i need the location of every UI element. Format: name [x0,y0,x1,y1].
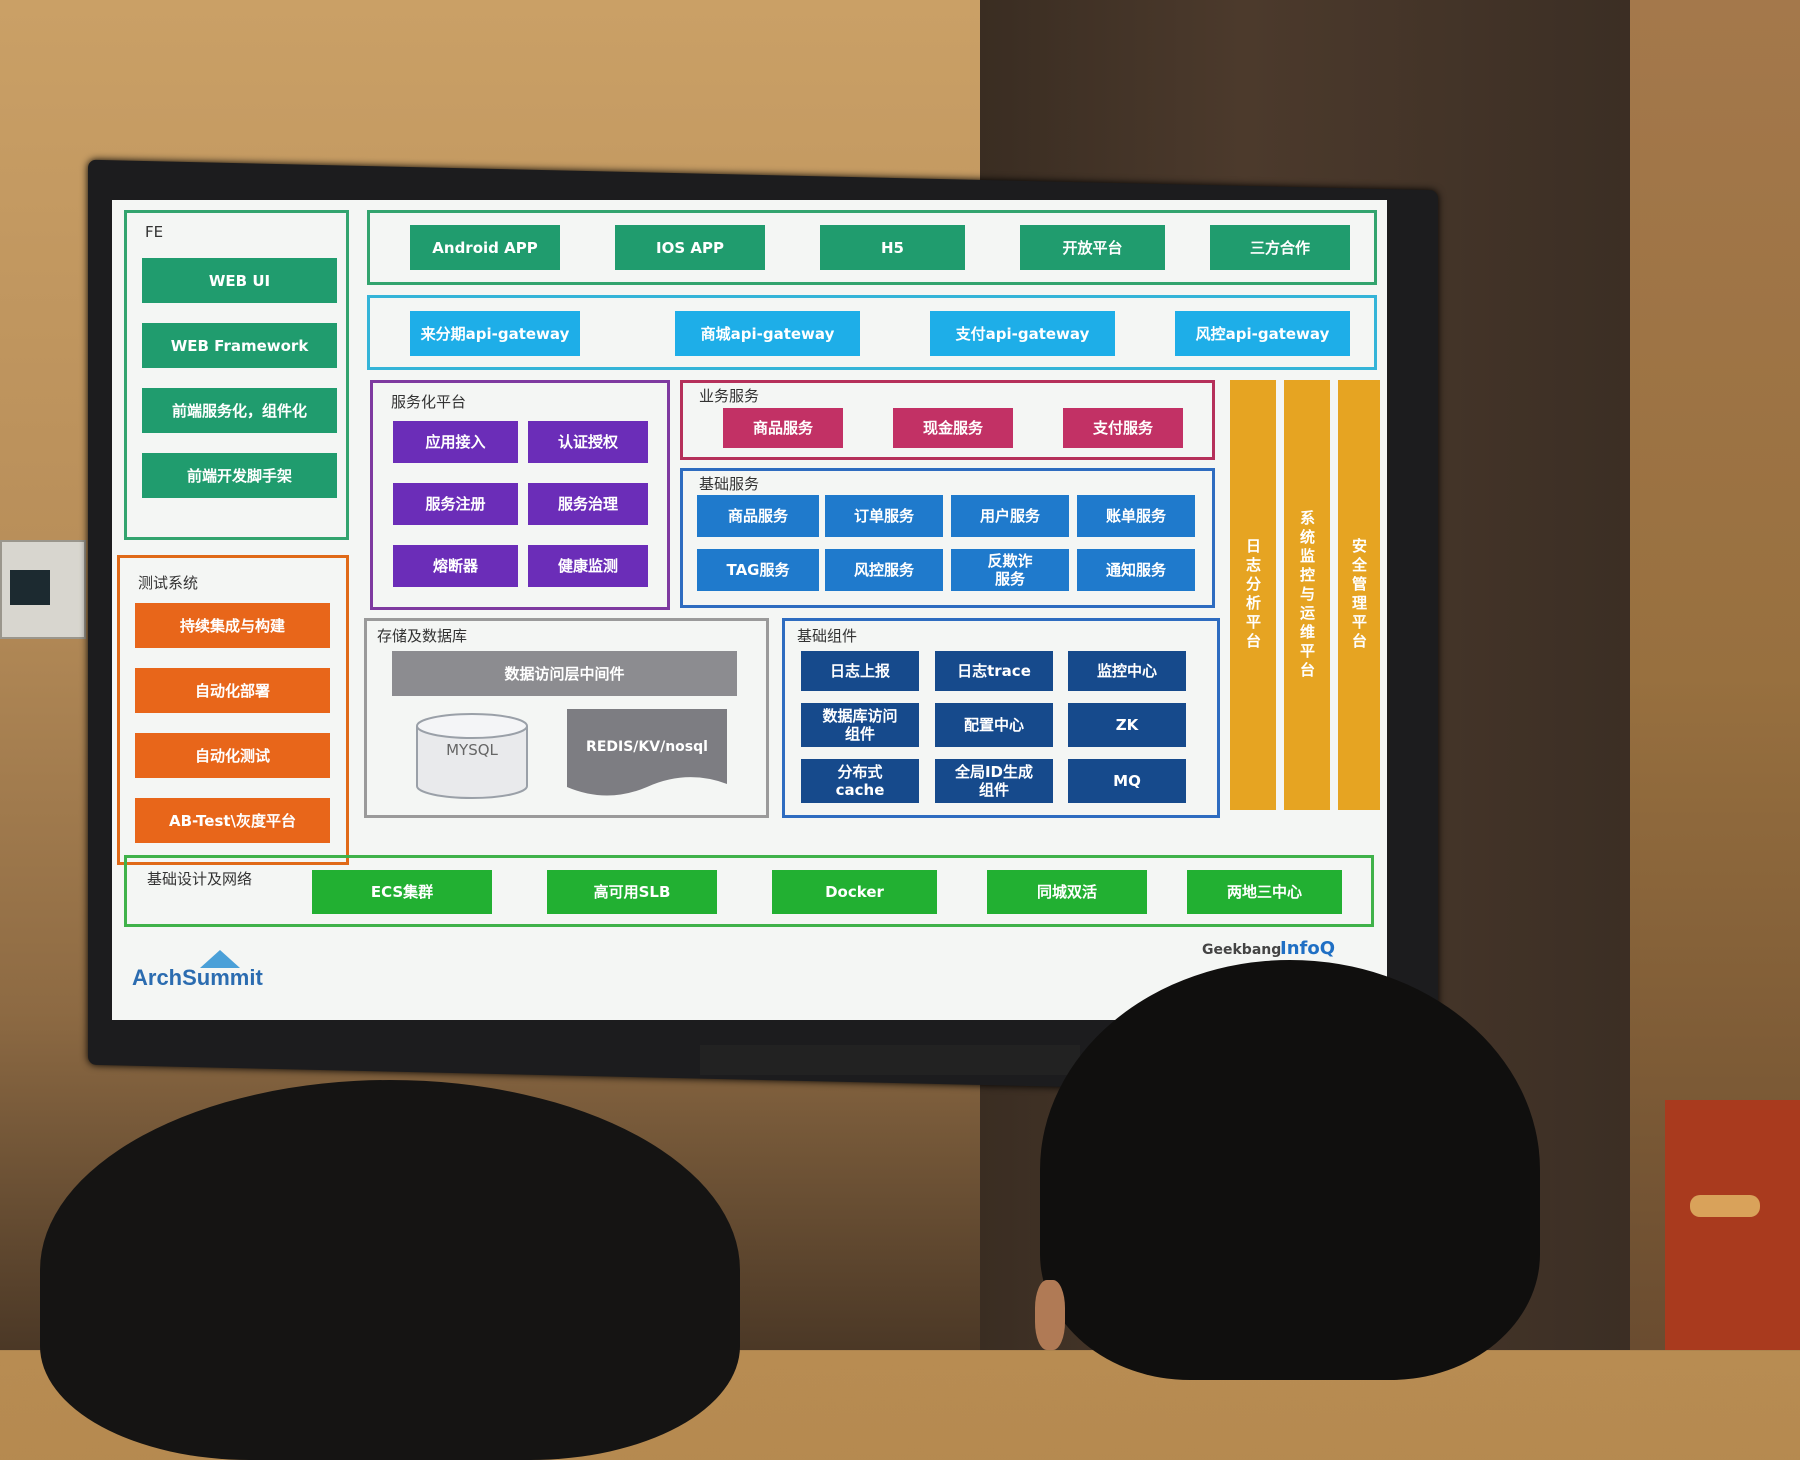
component-item: MQ [1068,759,1186,803]
components-title: 基础组件 [797,625,857,646]
service-platform-item: 服务治理 [528,483,648,525]
client-tile: 开放平台 [1020,225,1165,270]
infra-item: 两地三中心 [1187,870,1342,914]
component-item: 数据库访问组件 [801,703,919,747]
clients-group: Android APP IOS APP H5 开放平台 三方合作 [367,210,1377,285]
components-group: 基础组件 日志上报 日志trace 监控中心 数据库访问组件 配置中心 ZK 分… [782,618,1220,818]
service-platform-item: 服务注册 [393,483,518,525]
test-item: 自动化部署 [135,668,330,713]
fe-item: WEB Framework [142,323,337,368]
test-group: 测试系统 持续集成与构建 自动化部署 自动化测试 AB-Test\灰度平台 [117,555,349,865]
storage-middleware: 数据访问层中间件 [392,651,737,696]
audience-ear [1035,1280,1065,1350]
infra-group: 基础设计及网络 ECS集群 高可用SLB Docker 同城双活 两地三中心 [124,855,1374,927]
platform-column: 日志分析平台 [1230,380,1276,810]
archsummit-logo: ArchSummit [132,965,263,991]
base-service-item: TAG服务 [697,549,819,591]
component-item: 全局ID生成组件 [935,759,1053,803]
client-tile: H5 [820,225,965,270]
gateway-tile: 来分期api-gateway [410,311,580,356]
redis-document-icon [567,709,727,804]
test-item: 持续集成与构建 [135,603,330,648]
client-tile: IOS APP [615,225,765,270]
service-platform-item: 健康监测 [528,545,648,587]
fe-item: WEB UI [142,258,337,303]
test-item: AB-Test\灰度平台 [135,798,330,843]
service-platform-item: 认证授权 [528,421,648,463]
business-item: 支付服务 [1063,408,1183,448]
thermostat-display [10,570,50,605]
component-item: 配置中心 [935,703,1053,747]
tv-stand [700,1045,1080,1075]
client-tile: Android APP [410,225,560,270]
slide-screen: FE WEB UI WEB Framework 前端服务化，组件化 前端开发脚手… [112,200,1387,1020]
archsummit-mountain-icon [200,948,240,968]
fe-item: 前端开发脚手架 [142,453,337,498]
infra-item: Docker [772,870,937,914]
base-services-group: 基础服务 商品服务 订单服务 用户服务 账单服务 TAG服务 风控服务 反欺诈服… [680,468,1215,608]
test-title: 测试系统 [138,572,198,593]
gateway-group: 来分期api-gateway 商城api-gateway 支付api-gatew… [367,295,1377,370]
fe-item: 前端服务化，组件化 [142,388,337,433]
business-group: 业务服务 商品服务 现金服务 支付服务 [680,380,1215,460]
component-item: 日志trace [935,651,1053,691]
infra-item: ECS集群 [312,870,492,914]
service-platform-title: 服务化平台 [391,391,466,412]
gateway-tile: 支付api-gateway [930,311,1115,356]
platform-column: 安全管理平台 [1338,380,1380,810]
red-cabinet [1665,1100,1800,1350]
component-item: 监控中心 [1068,651,1186,691]
audience-head-right [1040,960,1540,1380]
storage-group: 存储及数据库 数据访问层中间件 MYSQL REDIS/KV/nosql [364,618,769,818]
fe-title: FE [145,223,163,241]
business-item: 商品服务 [723,408,843,448]
gateway-tile: 商城api-gateway [675,311,860,356]
business-title: 业务服务 [699,385,759,406]
infra-title: 基础设计及网络 [147,868,252,889]
gateway-tile: 风控api-gateway [1175,311,1350,356]
infoq-logo: InfoQ [1280,938,1335,959]
fe-group: FE WEB UI WEB Framework 前端服务化，组件化 前端开发脚手… [124,210,349,540]
base-service-item: 反欺诈服务 [951,549,1069,591]
base-service-item: 账单服务 [1077,495,1195,537]
base-service-item: 用户服务 [951,495,1069,537]
mysql-label: MYSQL [412,741,532,759]
business-item: 现金服务 [893,408,1013,448]
infra-item: 同城双活 [987,870,1147,914]
component-item: 日志上报 [801,651,919,691]
storage-title: 存储及数据库 [377,625,467,646]
test-item: 自动化测试 [135,733,330,778]
component-item: 分布式cache [801,759,919,803]
client-tile: 三方合作 [1210,225,1350,270]
service-platform-item: 熔断器 [393,545,518,587]
platform-column: 系统监控与运维平台 [1284,380,1330,810]
base-service-item: 通知服务 [1077,549,1195,591]
geekbang-logo: Geekbang [1202,942,1281,958]
infra-item: 高可用SLB [547,870,717,914]
base-service-item: 风控服务 [825,549,943,591]
service-platform-group: 服务化平台 应用接入 认证授权 服务注册 服务治理 熔断器 健康监测 [370,380,670,610]
service-platform-item: 应用接入 [393,421,518,463]
base-service-item: 订单服务 [825,495,943,537]
cabinet-handle [1690,1195,1760,1217]
redis-label: REDIS/KV/nosql [567,739,727,755]
base-services-title: 基础服务 [699,473,759,494]
component-item: ZK [1068,703,1186,747]
base-service-item: 商品服务 [697,495,819,537]
audience-head-left [40,1080,740,1460]
